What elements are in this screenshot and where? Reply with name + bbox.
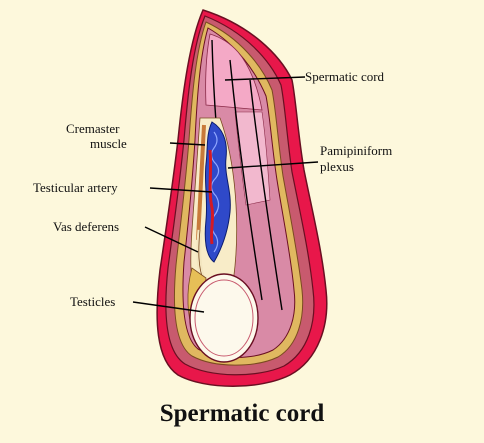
label-spermatic-cord: Spermatic cord <box>305 69 385 84</box>
label-testicles: Testicles <box>70 294 115 309</box>
fascial-line-2 <box>229 59 263 301</box>
leader-testicular-artery <box>149 187 213 193</box>
cord-pink-strip <box>234 111 271 206</box>
leader-cremaster <box>169 142 206 146</box>
testicular-artery-vessel <box>208 149 215 245</box>
testis-capsule <box>194 279 254 357</box>
leader-vas-deferens <box>144 226 199 253</box>
label-cremaster-line2: muscle <box>90 136 127 151</box>
leader-testicles <box>132 301 205 313</box>
label-vas-deferens: Vas deferens <box>53 219 119 234</box>
label-cremaster-line1: Cremaster <box>66 121 120 136</box>
cremaster-muscle <box>196 124 206 241</box>
label-testicular-artery: Testicular artery <box>33 180 118 195</box>
diagram-caption: Spermatic cord <box>159 400 325 427</box>
label-pampiniform-line1: Pamipiniform <box>320 143 392 158</box>
leader-pampiniform <box>227 161 319 169</box>
cord-pink-region <box>205 33 263 111</box>
leader-spermatic-cord <box>224 76 306 81</box>
label-pampiniform-line2: plexus <box>320 159 354 174</box>
testis <box>189 273 259 363</box>
fascial-line-3 <box>249 79 283 311</box>
